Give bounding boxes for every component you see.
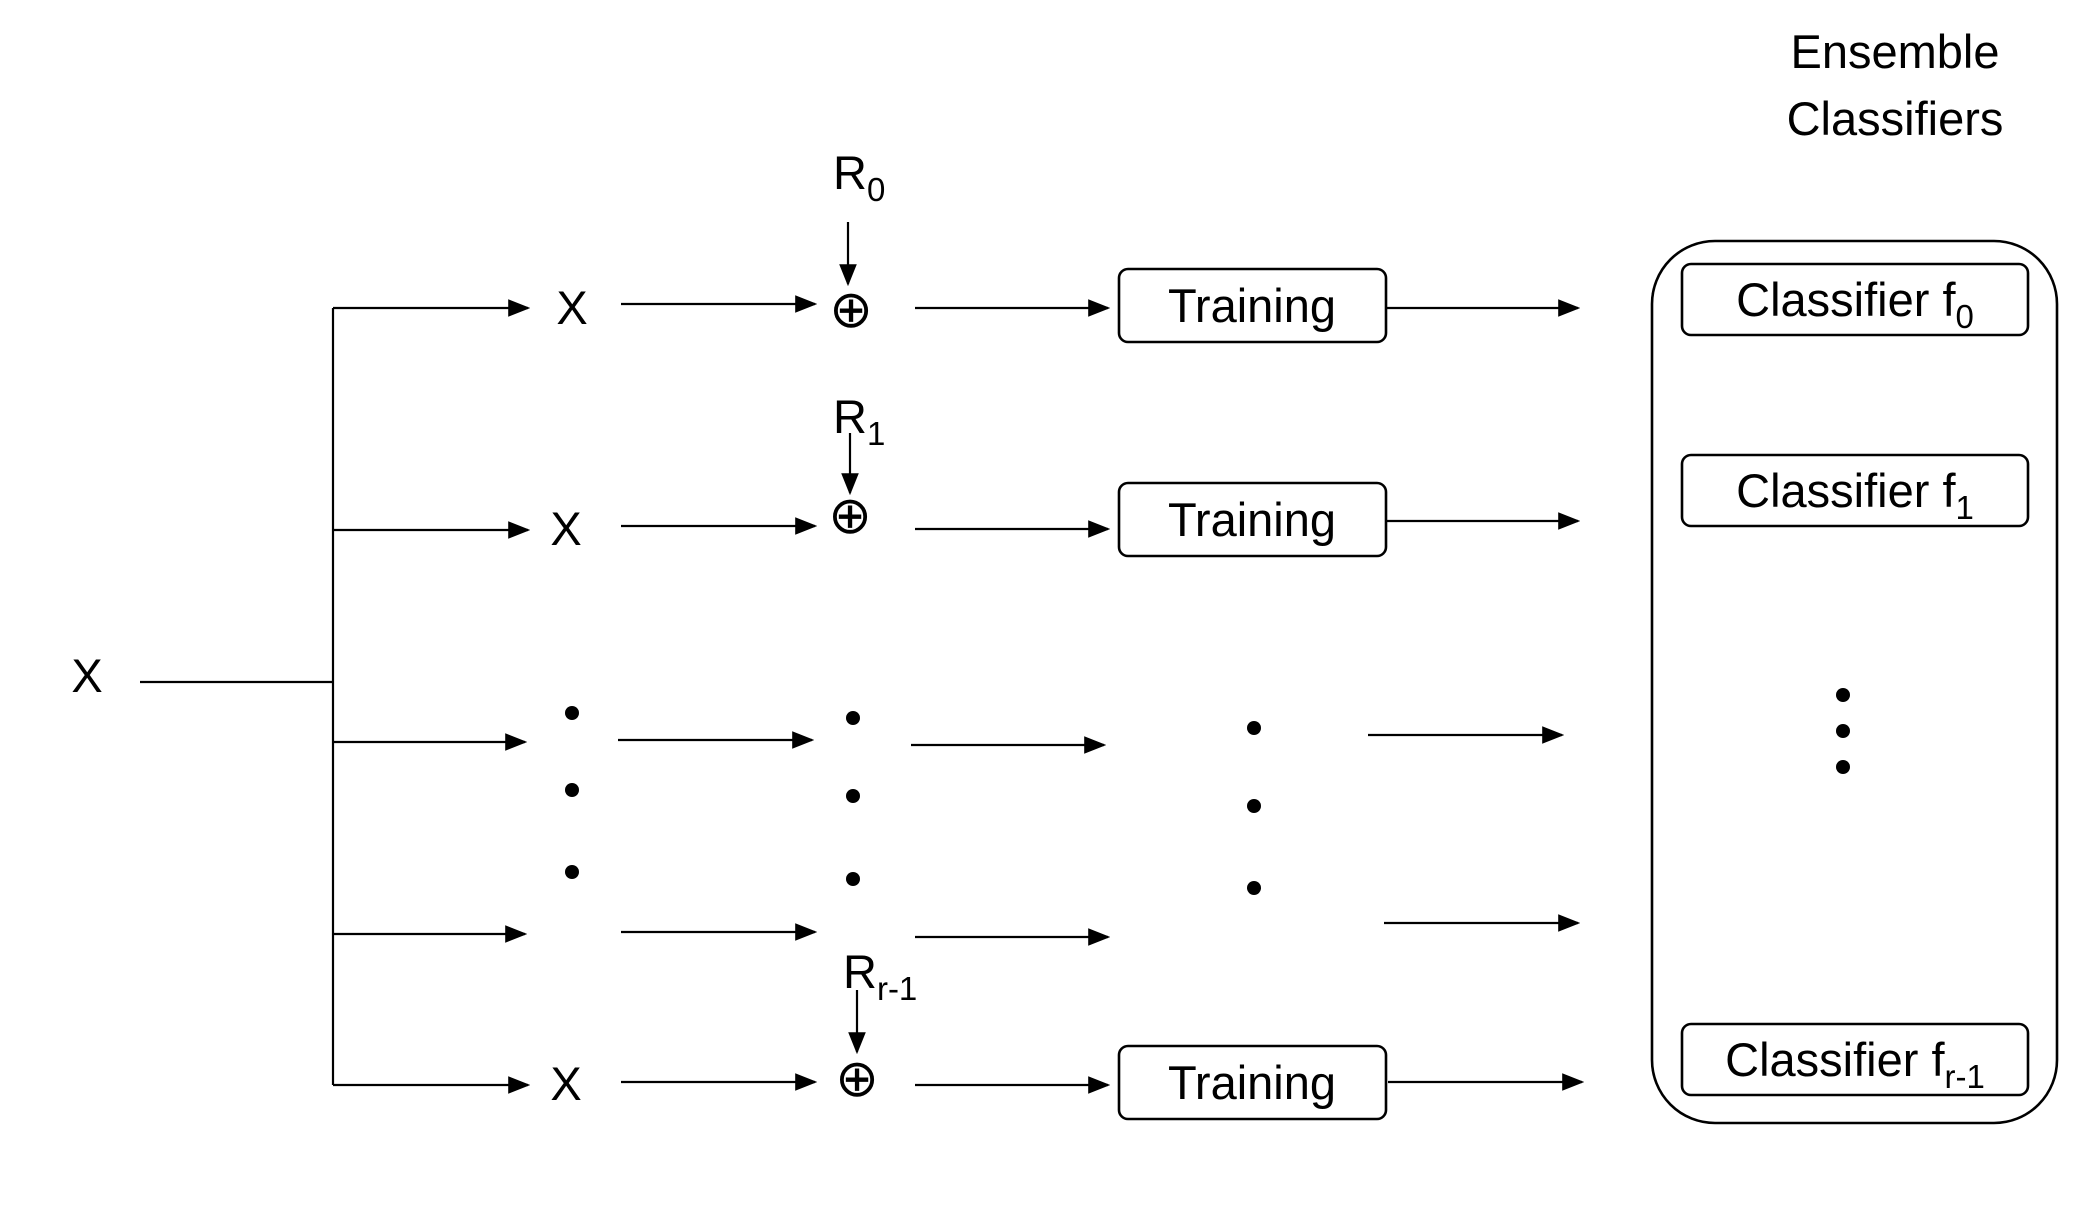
- classifier-1-label: Classifier f1: [1736, 464, 1974, 526]
- input-x-label: X: [71, 649, 102, 702]
- classifier-0-label: Classifier f0: [1736, 273, 1974, 335]
- classifier-2-label: Classifier fr-1: [1725, 1033, 1985, 1095]
- ensemble-container: [1650, 239, 2059, 1125]
- ellipsis-dot: [1247, 799, 1261, 813]
- branch2-xor-icon: ⊕: [835, 1050, 879, 1108]
- classifier-1-box: [1680, 453, 2030, 528]
- branch2-x-label: X: [550, 1057, 581, 1110]
- ellipsis-dot: [1836, 688, 1850, 702]
- branch1-xor-icon: ⊕: [828, 487, 872, 545]
- branch2-noise-label: Rr-1: [843, 945, 917, 1007]
- ellipsis-dot: [565, 706, 579, 720]
- branch0-x-label: X: [556, 281, 587, 334]
- ellipsis-dot: [565, 783, 579, 797]
- ellipsis-dot: [846, 872, 860, 886]
- branch1-training-label: Training: [1168, 493, 1336, 546]
- branch2-training-box: [1117, 1044, 1388, 1121]
- ellipsis-dot: [565, 865, 579, 879]
- branch1-x-label: X: [550, 502, 581, 555]
- classifier-2-box: [1680, 1022, 2030, 1097]
- ellipsis-dot: [1247, 721, 1261, 735]
- ellipsis-dot: [1836, 724, 1850, 738]
- branch1-training-box: [1117, 481, 1388, 558]
- ensemble-title-line1: Ensemble: [1791, 25, 2000, 78]
- branch0-xor-icon: ⊕: [829, 281, 873, 339]
- ellipsis-dot: [1836, 760, 1850, 774]
- branch2-training-label: Training: [1168, 1056, 1336, 1109]
- branch0-noise-label: R0: [833, 146, 885, 208]
- ellipsis-dot: [1247, 881, 1261, 895]
- ellipsis-dot: [846, 789, 860, 803]
- ensemble-title-line2: Classifiers: [1787, 92, 2004, 145]
- branch1-noise-label: R1: [833, 390, 885, 452]
- classifier-0-box: [1680, 262, 2030, 337]
- branch0-training-box: [1117, 267, 1388, 344]
- ellipsis-dot: [846, 711, 860, 725]
- branch0-training-label: Training: [1168, 279, 1336, 332]
